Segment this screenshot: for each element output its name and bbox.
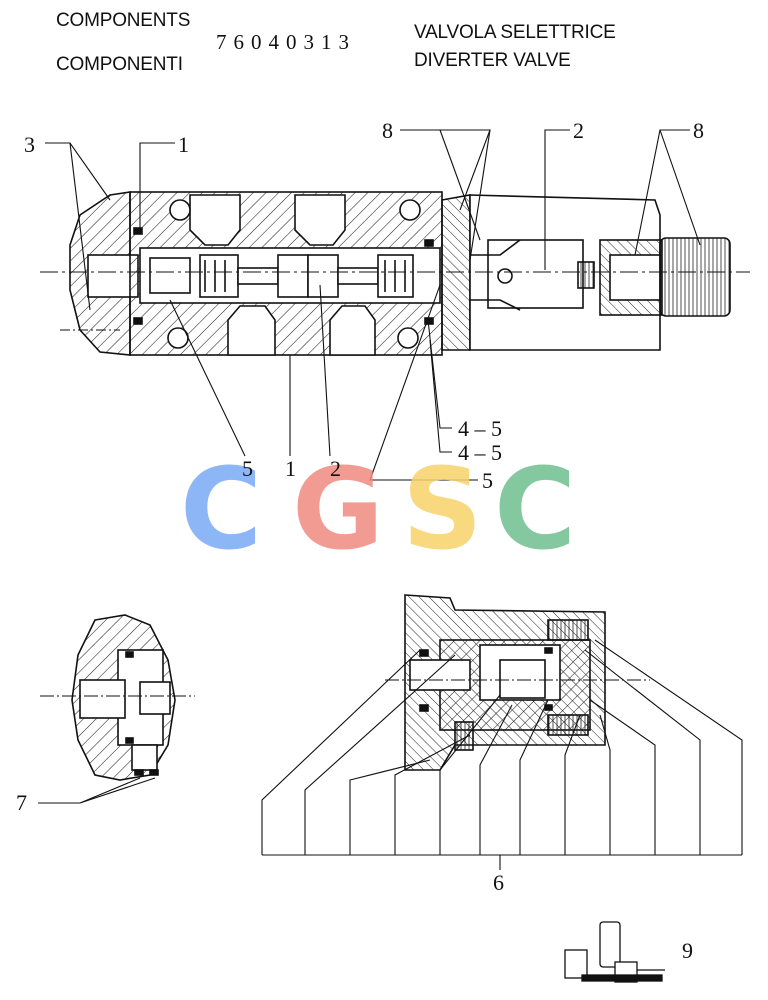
- knob-bore: [609, 254, 661, 301]
- header-components-en: COMPONENTS: [56, 10, 191, 31]
- callout-1-bottom: 1: [285, 456, 296, 481]
- upper-port-right: [294, 194, 346, 246]
- watermark-letter-3: S: [402, 445, 483, 575]
- seals: [133, 227, 434, 325]
- lower-port-left: [227, 305, 276, 356]
- callout-1-top: 1: [178, 132, 189, 157]
- watermark-letter-1: C: [180, 445, 262, 575]
- bolt-hole-br: [397, 327, 419, 349]
- leader-lines-top: [45, 129, 701, 481]
- bolt-hole-tl: [169, 199, 191, 221]
- callout-5-left: 5: [242, 456, 253, 481]
- callout-8-right: 8: [693, 118, 704, 143]
- title-italian: VALVOLA SELETTRICE: [414, 22, 616, 43]
- watermark-letter-4: C: [494, 445, 576, 575]
- callout-7: 7: [16, 790, 27, 815]
- knob-knurl: [659, 237, 731, 317]
- header-components-it: COMPONENTI: [56, 54, 183, 75]
- part-number: 76040313: [216, 30, 356, 54]
- title-english: DIVERTER VALVE: [414, 50, 571, 71]
- callout-4-5-a: 4 – 5: [458, 416, 502, 441]
- main-valve-section: [40, 191, 750, 356]
- watermark-letter-2: G: [292, 445, 384, 575]
- lower-port-right: [329, 305, 376, 356]
- watermark: C G S C: [180, 445, 576, 575]
- callout-9: 9: [682, 938, 693, 963]
- leader-fan-6: [261, 639, 743, 870]
- callout-6: 6: [493, 870, 504, 895]
- callout-4-5-b: 4 – 5: [458, 440, 502, 465]
- callout-3: 3: [24, 132, 35, 157]
- leader-7: [38, 777, 156, 804]
- callout-8-left: 8: [382, 118, 393, 143]
- actuator-detail: [385, 594, 650, 771]
- end-cap-detail: [40, 614, 195, 781]
- callout-5-right: 5: [482, 468, 493, 493]
- upper-port-left: [189, 194, 241, 246]
- parts-kit: [564, 921, 665, 983]
- callout-2-top: 2: [573, 118, 584, 143]
- actuator-pin: [497, 268, 513, 284]
- callout-2-bottom: 2: [330, 456, 341, 481]
- bolt-hole-tr: [399, 199, 421, 221]
